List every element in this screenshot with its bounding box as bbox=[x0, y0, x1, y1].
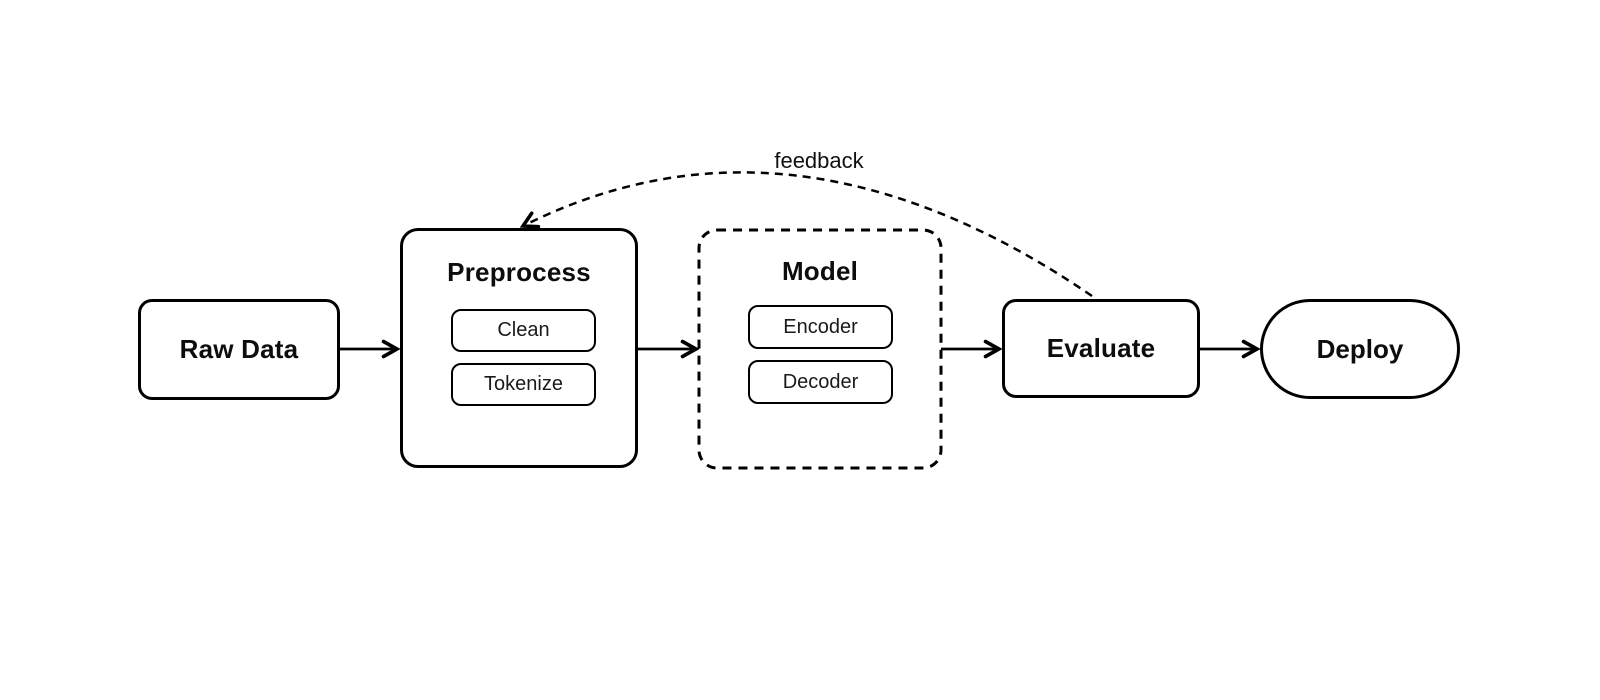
node-decoder: Decoder bbox=[748, 360, 893, 404]
node-decoder-label: Decoder bbox=[782, 370, 859, 393]
node-deploy: Deploy bbox=[1260, 299, 1460, 399]
node-clean-label: Clean bbox=[497, 319, 550, 341]
node-preprocess: Preprocess Clean Tokenize bbox=[400, 228, 638, 468]
node-evaluate: Evaluate bbox=[1002, 299, 1200, 398]
node-clean: Clean bbox=[451, 309, 596, 352]
node-encoder: Encoder bbox=[748, 305, 893, 349]
node-raw-data: Raw Data bbox=[138, 299, 340, 400]
node-tokenize: Tokenize bbox=[451, 363, 596, 406]
node-deploy-label: Deploy bbox=[1316, 333, 1404, 364]
node-model: Model Encoder Decoder bbox=[699, 230, 941, 468]
feedback-edge-label: feedback bbox=[774, 148, 864, 173]
node-tokenize-label: Tokenize bbox=[484, 373, 563, 395]
node-evaluate-label: Evaluate bbox=[1046, 333, 1156, 363]
node-preprocess-title: Preprocess bbox=[447, 257, 591, 287]
node-model-title: Model bbox=[781, 256, 859, 286]
node-encoder-label: Encoder bbox=[783, 315, 858, 338]
node-raw-data-label: Raw Data bbox=[179, 334, 299, 364]
